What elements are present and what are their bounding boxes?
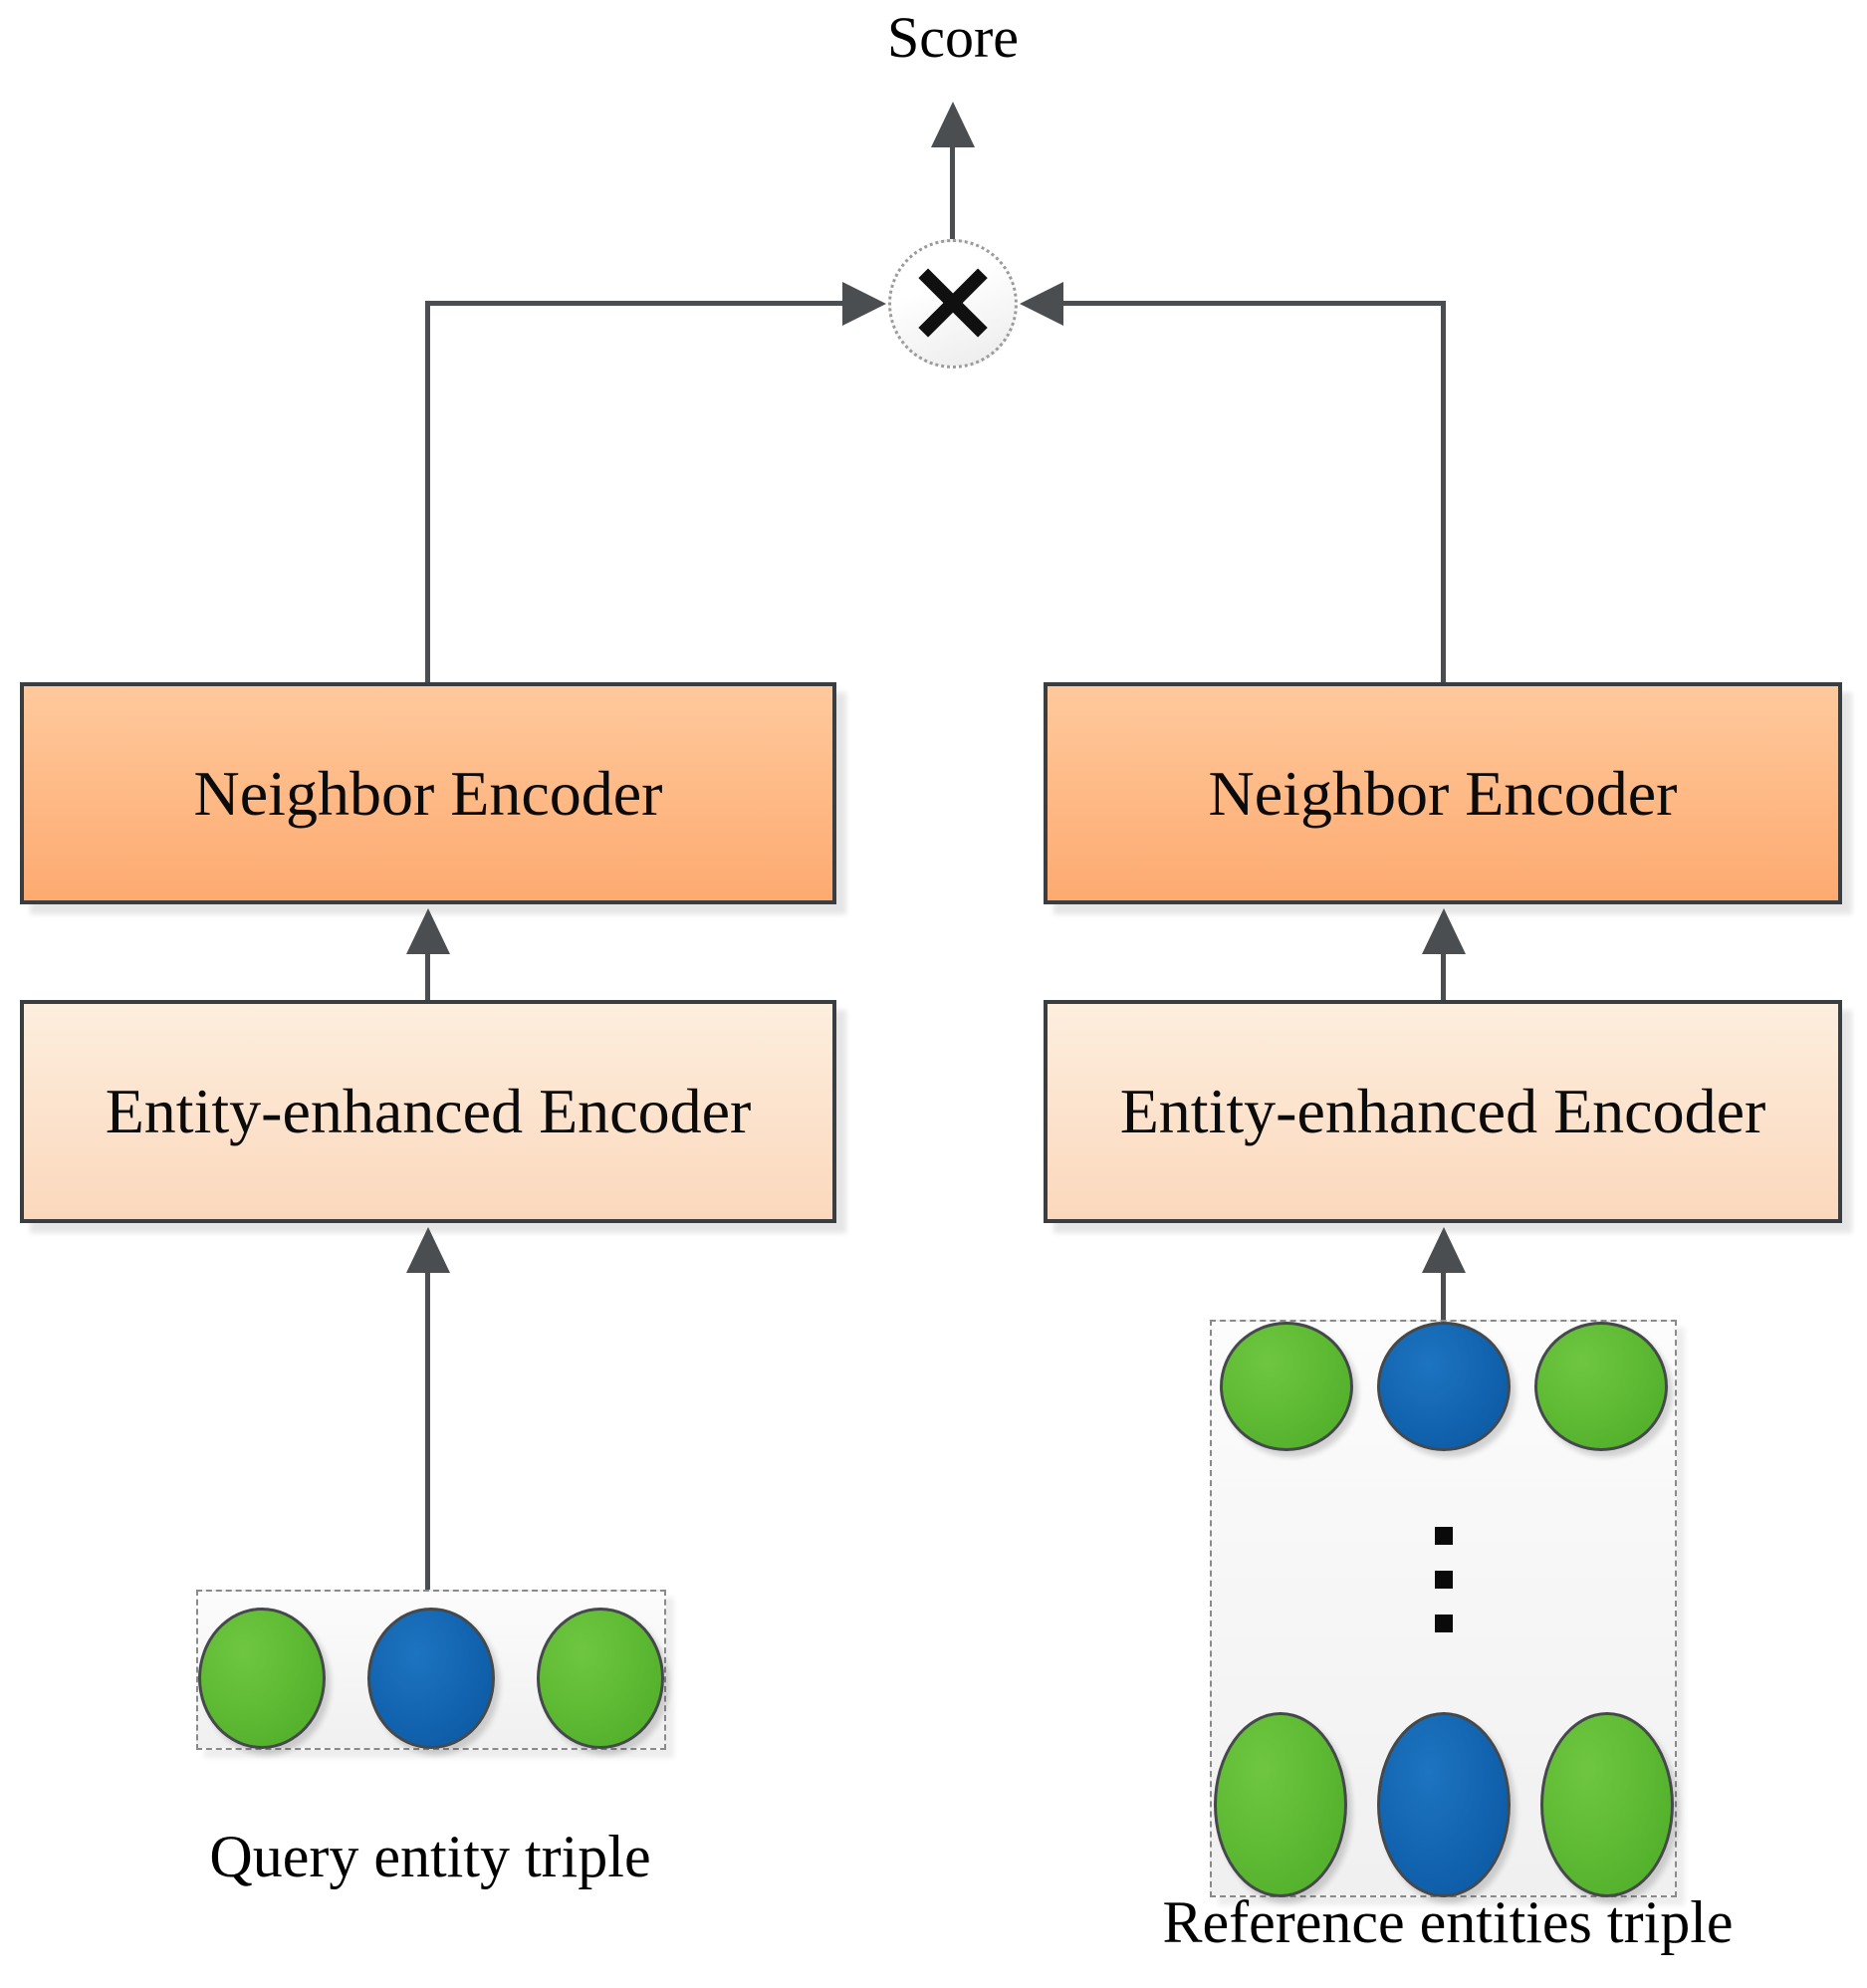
entity-node: [1213, 1712, 1347, 1897]
reference-arrow-line: [1441, 1271, 1446, 1320]
relation-node: [1376, 1712, 1511, 1897]
ellipsis-dot: [1434, 1615, 1453, 1632]
score-label: Score: [886, 5, 1020, 70]
left-entity-encoder-label: Entity-enhanced Encoder: [105, 1076, 752, 1146]
vertical-ellipsis-icon: [1434, 1527, 1453, 1632]
ellipsis-dot: [1434, 1527, 1453, 1545]
right-encoder-arrow-line: [1441, 952, 1446, 1000]
left-elbow-arrowhead-icon: [842, 282, 886, 326]
score-arrowhead-icon: [931, 102, 975, 147]
query-triple-caption: Query entity triple: [209, 1824, 651, 1889]
score-arrow-line: [950, 147, 955, 239]
left-entity-encoder-box: Entity-enhanced Encoder: [20, 1000, 836, 1223]
reference-bottom-triple-row: [1212, 1712, 1675, 1897]
right-entity-encoder-box: Entity-enhanced Encoder: [1044, 1000, 1842, 1223]
ellipsis-dot: [1434, 1571, 1453, 1589]
right-entity-encoder-label: Entity-enhanced Encoder: [1119, 1076, 1766, 1146]
left-elbow-horizontal-line: [428, 301, 844, 306]
reference-arrowhead-icon: [1422, 1227, 1466, 1273]
left-neighbor-encoder-label: Neighbor Encoder: [193, 757, 663, 829]
multiply-node: ×: [888, 239, 1018, 369]
right-elbow-vertical-line: [1441, 301, 1446, 682]
right-elbow-arrowhead-icon: [1020, 282, 1063, 326]
left-encoder-arrowhead-icon: [406, 908, 450, 954]
query-arrowhead-icon: [406, 1227, 450, 1273]
reference-triples-caption: Reference entities triple: [1162, 1889, 1734, 1955]
right-neighbor-encoder-label: Neighbor Encoder: [1208, 757, 1678, 829]
right-neighbor-encoder-box: Neighbor Encoder: [1044, 682, 1842, 904]
right-encoder-arrowhead-icon: [1422, 908, 1466, 954]
relation-node: [1376, 1322, 1511, 1451]
entity-node: [1539, 1712, 1674, 1897]
left-elbow-vertical-line: [425, 301, 430, 682]
query-arrow-line: [425, 1271, 430, 1590]
left-neighbor-encoder-box: Neighbor Encoder: [20, 682, 836, 904]
right-elbow-horizontal-line: [1061, 301, 1444, 306]
left-encoder-arrow-line: [425, 952, 430, 1000]
reference-triples-panel: [1210, 1320, 1677, 1897]
entity-node: [1533, 1322, 1668, 1451]
query-triple-row: [198, 1608, 664, 1749]
entity-node: [198, 1608, 326, 1749]
reference-top-triple-row: [1212, 1322, 1675, 1451]
entity-node: [1219, 1322, 1353, 1451]
relation-node: [367, 1608, 495, 1749]
multiply-icon: ×: [903, 230, 1003, 368]
query-triple-panel: [196, 1590, 666, 1750]
entity-node: [537, 1608, 664, 1749]
